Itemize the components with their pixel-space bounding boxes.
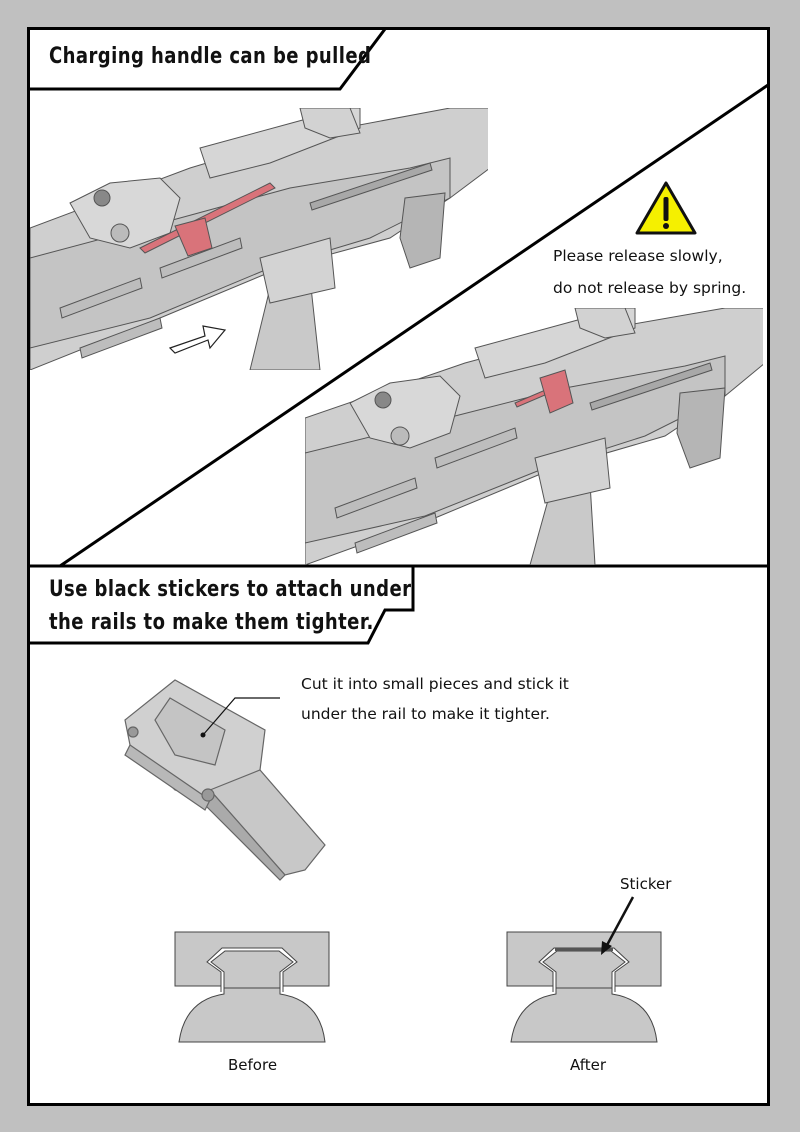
pull-direction-arrow-icon	[168, 325, 227, 354]
before-label: Before	[228, 1056, 278, 1074]
section2-title-line-1: Use black stickers to attach under	[49, 577, 412, 602]
callout-leader-line	[202, 697, 280, 736]
charging-handle-slot	[139, 182, 276, 254]
callout-line-2: under the rail to make it tighter.	[301, 705, 550, 723]
warning-line-1: Please release slowly,	[553, 247, 723, 265]
callout-line-1: Cut it into small pieces and stick it	[301, 675, 569, 693]
rail-diagram-after	[506, 931, 662, 1043]
warning-line-2: do not release by spring.	[553, 279, 747, 297]
rail-piece-illustration	[124, 679, 326, 881]
gun-illustration-after	[305, 308, 763, 565]
rail-diagram-before	[174, 931, 330, 1043]
section2-banner-border	[28, 566, 415, 645]
gun-illustration-before	[30, 108, 488, 370]
sticker-label: Sticker	[620, 875, 672, 893]
section2-title-line-2: the rails to make them tighter.	[49, 610, 374, 635]
after-label: After	[570, 1056, 607, 1074]
charging-handle	[539, 369, 574, 414]
sticker-layer	[555, 948, 613, 951]
sticker-arrow-icon	[601, 896, 635, 955]
diagonal-divider	[59, 83, 769, 568]
section1-banner-border	[28, 28, 387, 91]
warning-triangle-icon	[635, 181, 697, 235]
section1-title: Charging handle can be pulled	[49, 44, 372, 69]
